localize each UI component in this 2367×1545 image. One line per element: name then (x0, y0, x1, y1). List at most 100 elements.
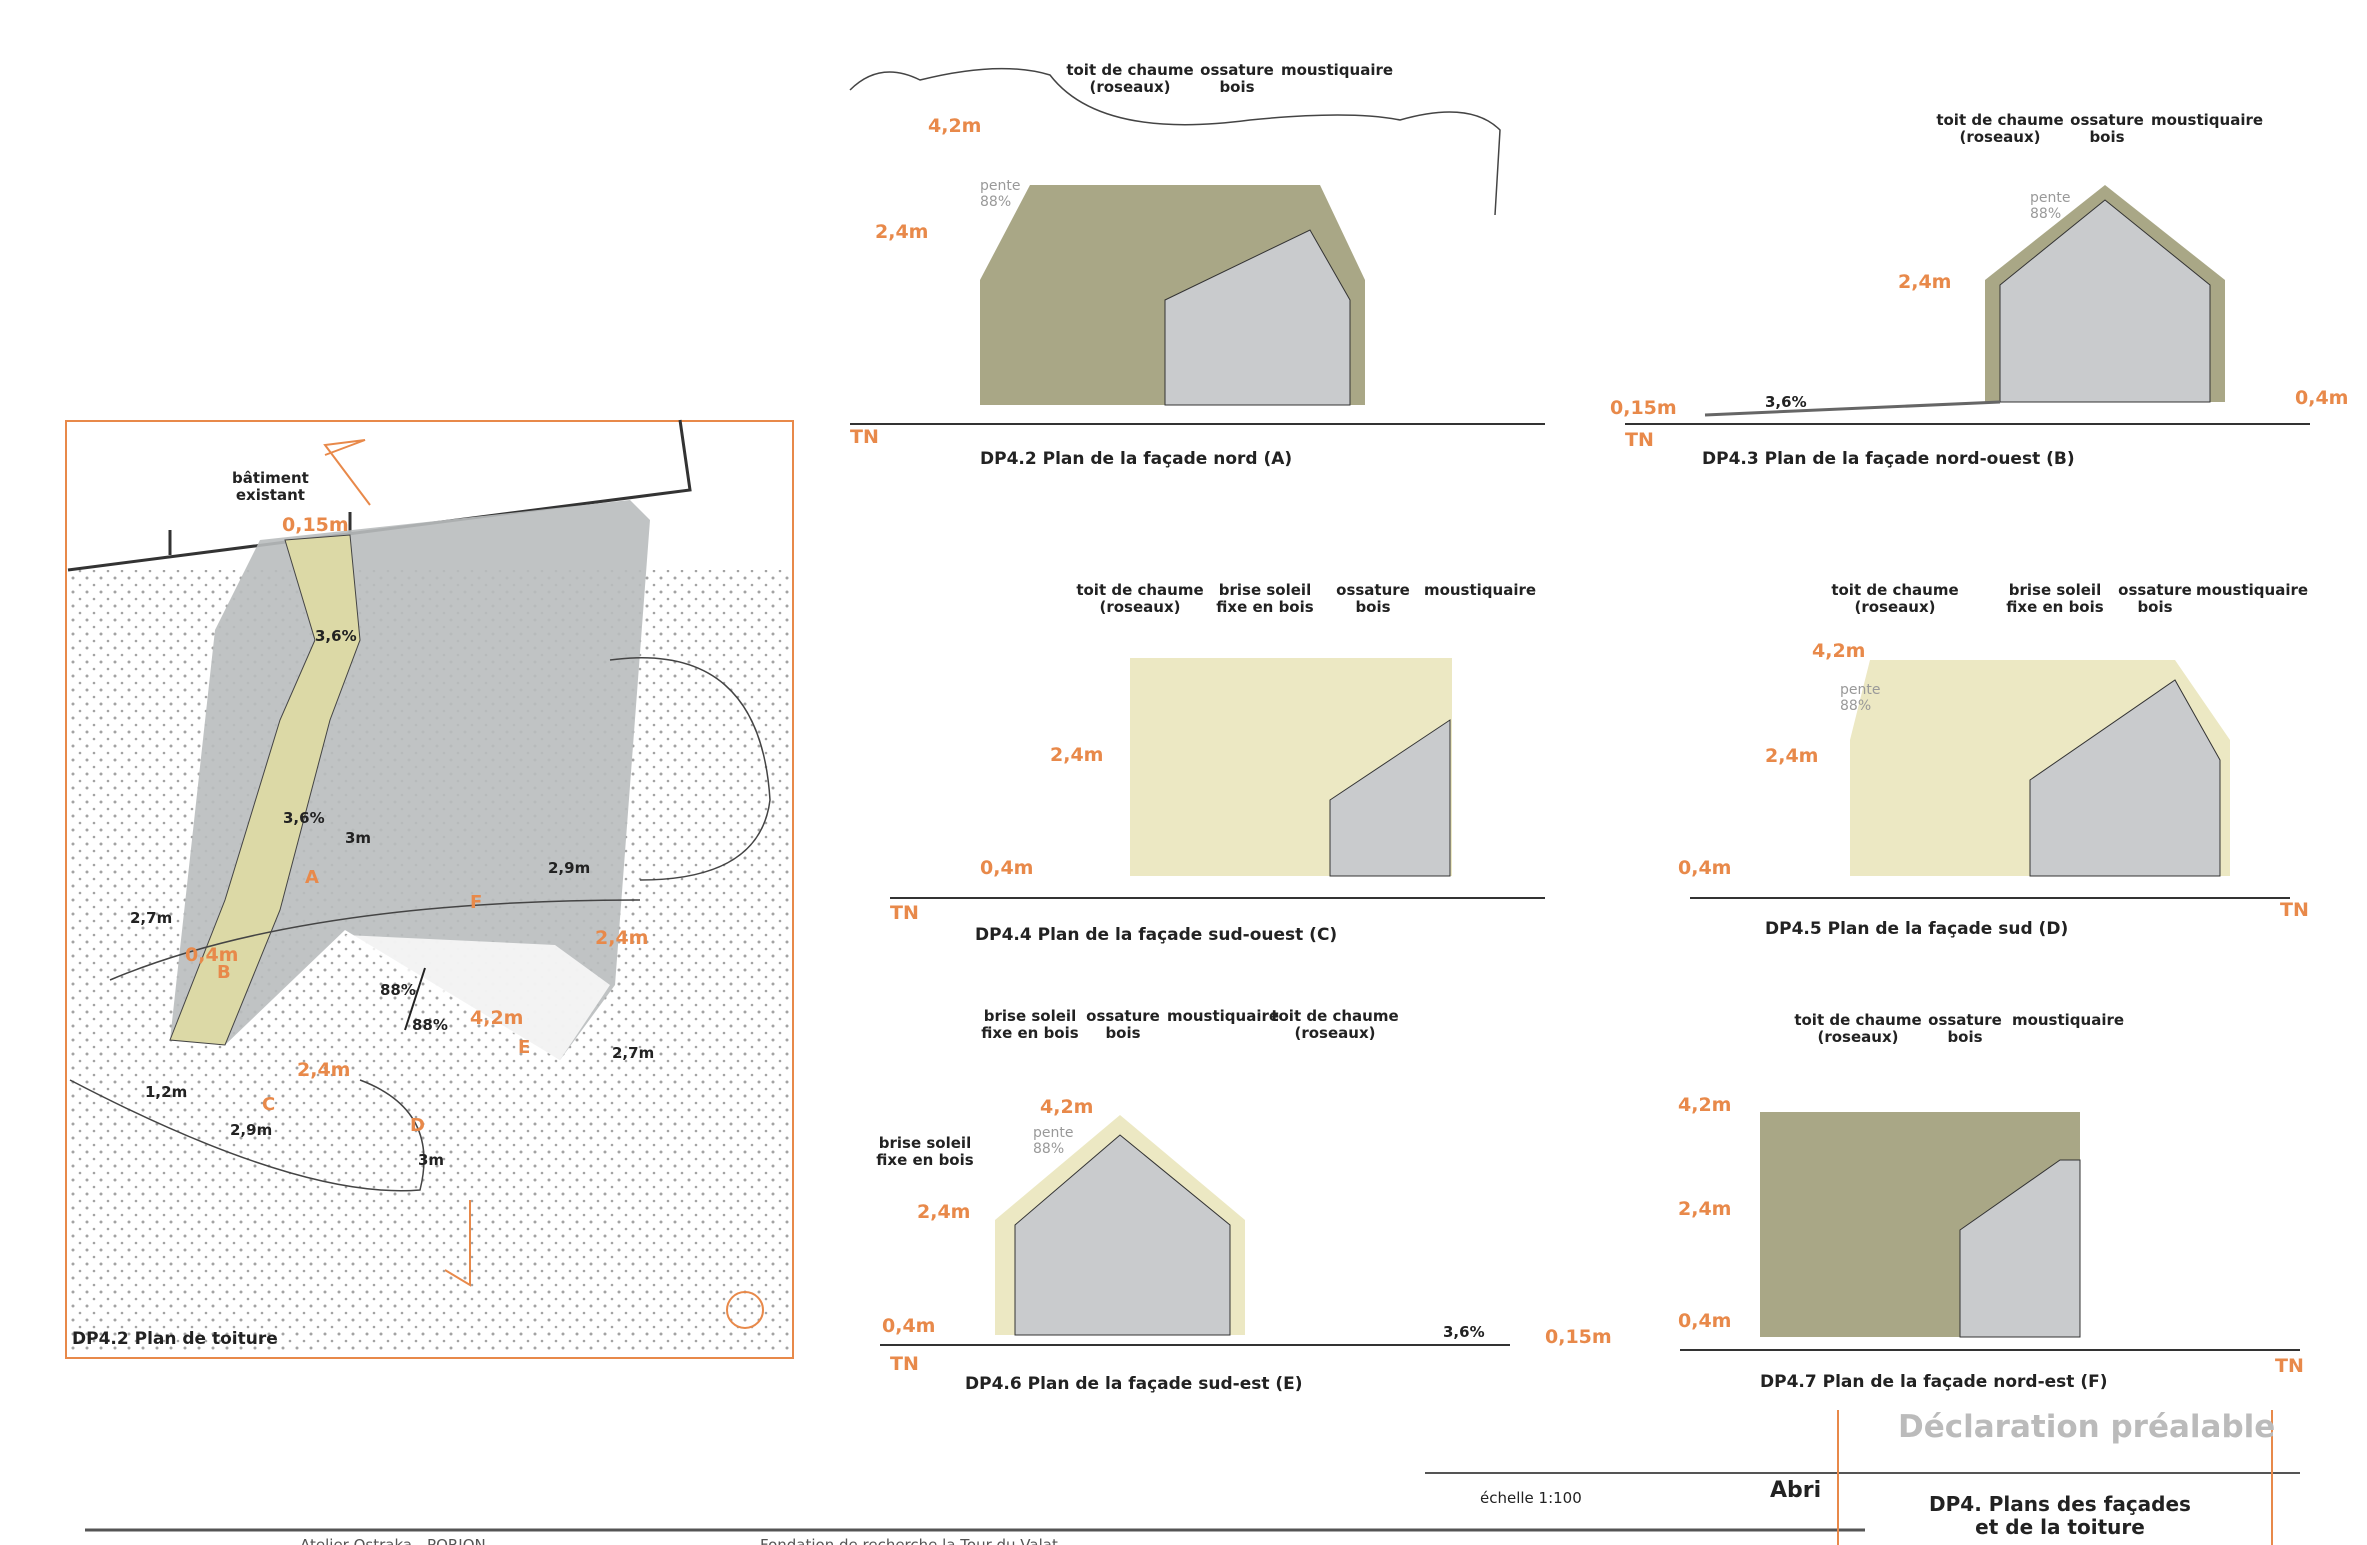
callout-label: toit de chaume (roseaux) (1794, 1011, 1922, 1047)
facade-a-drawing (849, 67, 1545, 425)
slope-label: pente 88% (1033, 1125, 1074, 1158)
callout-label: ossature bois (1200, 61, 1274, 97)
slope-label: pente 88% (1840, 682, 1881, 715)
callout-label: ossature bois (1086, 1007, 1160, 1043)
callout-label: brise soleil fixe en bois (1216, 581, 1314, 617)
ground-level-label: TN (1625, 429, 1654, 451)
north-compass-icon (726, 1291, 764, 1329)
ground-level-label: TN (2280, 899, 2309, 921)
callout-label: brise soleil fixe en bois (981, 1007, 1079, 1043)
ground-level-label: TN (2275, 1355, 2304, 1377)
callout-label: brise soleil fixe en bois (876, 1134, 974, 1170)
callout-label: moustiquaire (1166, 1007, 1280, 1025)
architect-label: Atelier Ostraka - PORION (300, 1536, 486, 1545)
callout-label: toit de chaume (roseaux) (1831, 581, 1959, 617)
plan-dimension: 3m (418, 1151, 445, 1169)
plan-slope-label: 3,6% (283, 809, 325, 827)
ramp-slope-label: 3,6% (1443, 1323, 1485, 1341)
plan-level-label: 2,4m (595, 927, 649, 949)
callout-label: moustiquaire (2150, 111, 2264, 129)
plan-level-label: 0,4m (185, 944, 239, 966)
ramp-slope-label: 3,6% (1765, 393, 1807, 411)
level-label: 2,4m (1898, 271, 1952, 293)
plan-slope-label: 88% (412, 1016, 448, 1034)
facade-caption: DP4.6 Plan de la façade sud-est (E) (965, 1374, 1303, 1394)
callout-label: toit de chaume (roseaux) (1936, 111, 2064, 147)
facade-d-drawing (1690, 660, 2290, 899)
level-label: 0,15m (1610, 397, 1677, 419)
facade-c-drawing (890, 658, 1545, 899)
plan-level-label: 4,2m (470, 1007, 524, 1029)
facade-caption: DP4.4 Plan de la façade sud-ouest (C) (975, 925, 1338, 945)
facade-marker: B (217, 962, 231, 983)
level-label: 2,4m (1765, 745, 1819, 767)
facade-b-drawing (1625, 185, 2310, 425)
callout-label: toit de chaume (roseaux) (1271, 1007, 1399, 1043)
facade-caption: DP4.3 Plan de la façade nord-ouest (B) (1702, 449, 2075, 469)
callout-label: ossature bois (1928, 1011, 2002, 1047)
plan-level-label: 0,15m (282, 514, 349, 536)
ground-level-label: TN (890, 1353, 919, 1375)
facade-e-drawing (880, 1115, 1510, 1346)
callout-label: ossature bois (2118, 581, 2192, 617)
callout-label: brise soleil fixe en bois (2006, 581, 2104, 617)
facade-caption: DP4.2 Plan de la façade nord (A) (980, 449, 1293, 469)
callout-label: moustiquaire (1423, 581, 1537, 599)
plan-dimension: 2,9m (230, 1121, 273, 1139)
plan-frame (65, 420, 794, 1359)
level-label: 0,4m (1678, 1310, 1732, 1332)
scale-label: échelle 1:100 (1480, 1489, 1582, 1507)
callout-label: toit de chaume (roseaux) (1066, 61, 1194, 97)
procedure-title: Déclaration préalable (1898, 1409, 2276, 1445)
callout-label: ossature bois (1336, 581, 1410, 617)
callout-label: toit de chaume (roseaux) (1076, 581, 1204, 617)
plan-dimension: 1,2m (145, 1083, 188, 1101)
access-ramp (169, 534, 361, 1046)
level-label: 0,4m (980, 857, 1034, 879)
plan-slope-label: 3,6% (315, 627, 357, 645)
facade-marker: E (518, 1037, 531, 1058)
level-label: 0,4m (2295, 387, 2349, 409)
ground-level-label: TN (890, 902, 919, 924)
facade-marker: D (410, 1115, 425, 1136)
level-label: 4,2m (1812, 640, 1866, 662)
level-label: 2,4m (917, 1201, 971, 1223)
plan-dimension: 3m (345, 829, 372, 847)
facade-caption: DP4.5 Plan de la façade sud (D) (1765, 919, 2069, 939)
level-label: 2,4m (1678, 1198, 1732, 1220)
sheet-title: DP4. Plans des façades et de la toiture (1929, 1492, 2191, 1539)
callout-label: ossature bois (2070, 111, 2144, 147)
level-label: 0,4m (1678, 857, 1732, 879)
facade-f-drawing (1680, 1112, 2300, 1351)
facade-marker: A (305, 867, 319, 888)
facade-marker: F (470, 892, 483, 913)
callout-label: moustiquaire (1280, 61, 1394, 79)
existing-building-label: bâtiment existant (232, 469, 309, 505)
facade-marker: C (262, 1094, 276, 1115)
client-label: Fondation de recherche la Tour du Valat (760, 1536, 1058, 1545)
roof-plan (65, 419, 794, 1359)
callout-label: moustiquaire (2011, 1011, 2125, 1029)
slope-label: pente 88% (980, 178, 1021, 211)
plan-caption: DP4.2 Plan de toiture (72, 1329, 278, 1349)
level-label: 2,4m (875, 221, 929, 243)
callout-label: moustiquaire (2195, 581, 2309, 599)
plan-level-label: 2,4m (297, 1059, 351, 1081)
project-name: Abri (1770, 1478, 1822, 1503)
plan-slope-label: 88% (380, 981, 416, 999)
plan-dimension: 2,7m (130, 909, 173, 927)
slope-label: pente 88% (2030, 190, 2071, 223)
plan-dimension: 2,7m (612, 1044, 655, 1062)
roof-surface (170, 500, 650, 1060)
title-block-lines (85, 1410, 2300, 1545)
level-label: 0,4m (882, 1315, 936, 1337)
ground-level-label: TN (850, 426, 879, 448)
level-label: 4,2m (1040, 1096, 1094, 1118)
plan-dimension: 2,9m (548, 859, 591, 877)
level-label: 4,2m (1678, 1094, 1732, 1116)
level-label: 2,4m (1050, 744, 1104, 766)
facade-caption: DP4.7 Plan de la façade nord-est (F) (1760, 1372, 2108, 1392)
level-label: 4,2m (928, 115, 982, 137)
